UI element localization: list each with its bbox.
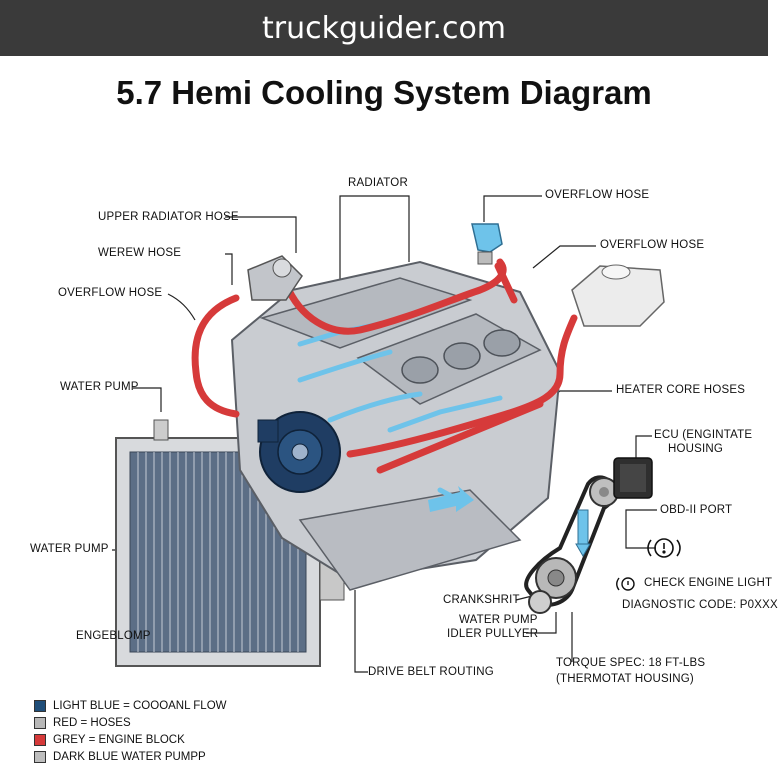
label-check-engine-light: CHECK ENGINE LIGHT — [644, 577, 773, 589]
legend-item: RED = HOSES — [34, 714, 227, 731]
label-overflow-hose-left: OVERFLOW HOSE — [58, 287, 163, 299]
site-name[interactable]: truckguider.com — [261, 10, 507, 46]
legend-text: DARK BLUE WATER PUMPP — [53, 750, 206, 763]
label-overflow-hose-right: OVERFLOW HOSE — [600, 239, 705, 251]
label-werew-hose: WEREW HOSE — [98, 247, 182, 259]
legend-swatch — [34, 699, 46, 712]
label-drive-belt-routing: DRIVE BELT ROUTING — [368, 666, 494, 678]
legend-item: LIGHT BLUE = COOOANL FLOW — [34, 697, 227, 714]
water-pump — [257, 411, 341, 493]
hoses — [191, 258, 578, 474]
legend-text: RED = HOSES — [53, 716, 131, 729]
label-engeblomp: ENGEBLOMP — [76, 630, 151, 642]
label-water-pump-idler-line1: WATER PUMP — [459, 614, 538, 626]
label-water-pump-top: WATER PUMP — [60, 381, 139, 393]
label-ecu-line2: HOUSING — [668, 443, 724, 455]
legend-text: LIGHT BLUE = COOOANL FLOW — [53, 699, 227, 712]
warning-icon — [647, 538, 681, 558]
label-diagnostic-code: DIAGNOSTIC CODE: P0XXX — [622, 599, 778, 611]
label-overflow-hose-top: OVERFLOW HOSE — [545, 189, 650, 201]
check-engine-icon — [616, 577, 635, 591]
label-upper-radiator-hose: UPPER RADIATOR HOSE — [98, 211, 239, 223]
site-banner: truckguider.com — [0, 0, 768, 56]
label-torque-line1: TORQUE SPEC: 18 FT-LBS — [556, 657, 706, 669]
label-ecu-line1: ECU (ENGINTATE — [654, 429, 753, 441]
engine-block — [230, 260, 562, 591]
page-title: 5.7 Hemi Cooling System Diagram — [116, 74, 652, 111]
drive-belt-assembly — [524, 475, 619, 614]
coolant-reservoir — [571, 264, 665, 327]
thermostat-housing — [247, 255, 303, 301]
legend-text: GREY = ENGINE BLOCK — [53, 733, 185, 746]
label-crankshaft: CRANKSHRIT — [443, 594, 520, 606]
legend: LIGHT BLUE = COOOANL FLOW RED = HOSES GR… — [34, 697, 227, 765]
ecu-module — [613, 457, 653, 499]
label-radiator: RADIATOR — [348, 177, 408, 189]
label-heater-core-hoses: HEATER CORE HOSES — [616, 384, 746, 396]
label-obd-port: OBD-II PORT — [660, 504, 733, 516]
label-torque-line2: (THERMOTAT HOUSING) — [556, 673, 694, 685]
overflow-fitting — [471, 223, 503, 265]
legend-swatch — [34, 716, 46, 729]
label-water-pump-left: WATER PUMP — [30, 543, 109, 555]
legend-item: GREY = ENGINE BLOCK — [34, 731, 227, 748]
label-water-pump-idler-line2: IDLER PULLYER — [447, 628, 539, 640]
legend-swatch — [34, 733, 46, 746]
legend-item: DARK BLUE WATER PUMPP — [34, 748, 227, 765]
coolant-flow-arrow — [428, 486, 474, 512]
legend-swatch — [34, 750, 46, 763]
